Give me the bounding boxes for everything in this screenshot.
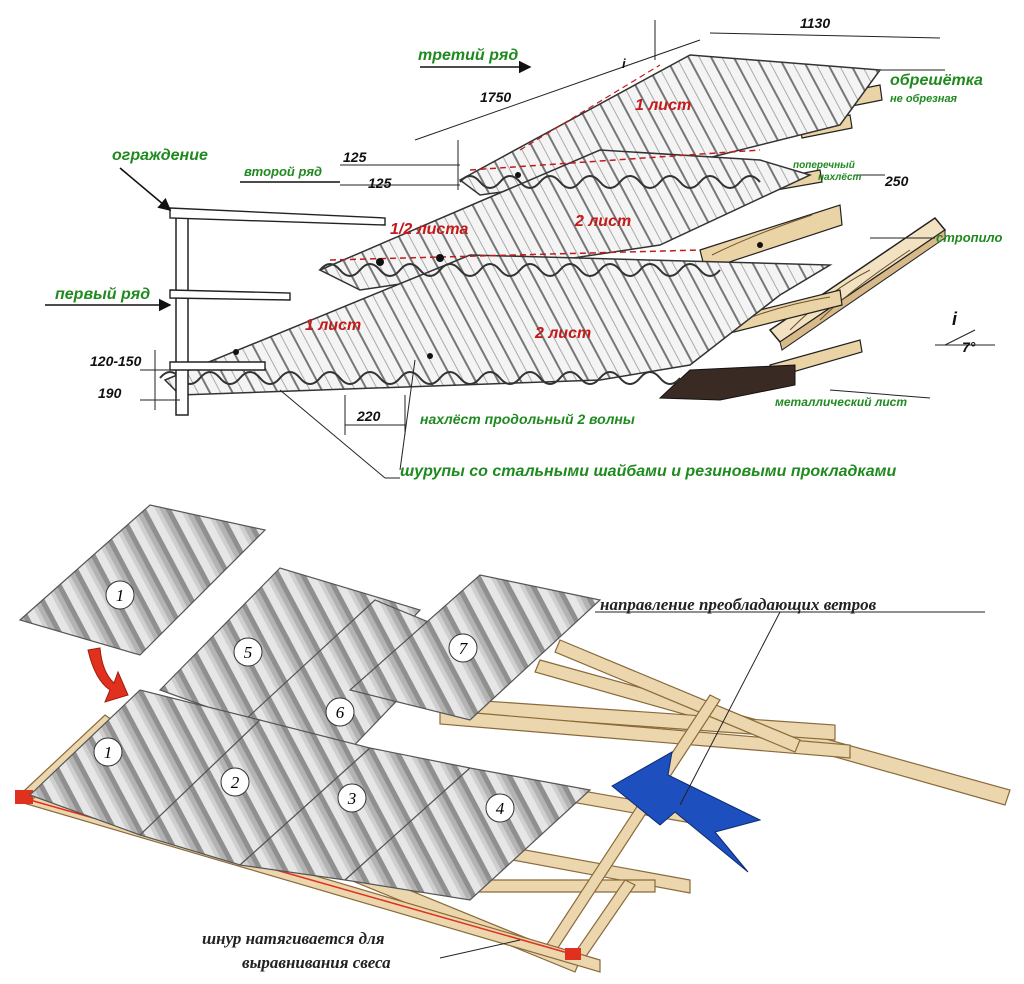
screws bbox=[233, 172, 763, 359]
label-metal-sheet: металлический лист bbox=[775, 395, 907, 409]
sheet-number-7: 7 bbox=[448, 633, 478, 663]
label-cross-overlap-1: поперечный bbox=[793, 160, 855, 171]
svg-text:2: 2 bbox=[231, 773, 240, 792]
svg-text:1: 1 bbox=[104, 743, 113, 762]
third-row-wave-edge bbox=[459, 175, 761, 189]
wind-direction-label: направление преобладающих ветров bbox=[600, 595, 877, 614]
sheet-numbers: 1 5 7 6 1 2 3 4 bbox=[93, 580, 515, 823]
sheet-number-3: 3 bbox=[337, 783, 367, 813]
bottom-diagram: 1 5 7 6 1 2 3 4 направление преобладающи… bbox=[15, 504, 1011, 973]
svg-text:5: 5 bbox=[244, 643, 253, 662]
frame-end-mark-left bbox=[15, 790, 33, 804]
dim-125b: 125 bbox=[368, 175, 392, 191]
svg-text:7: 7 bbox=[459, 639, 469, 658]
sheet-label-1-top: 1 лист bbox=[635, 97, 691, 114]
first-row-wave-edge bbox=[159, 371, 681, 385]
sheet-number-5: 5 bbox=[233, 637, 263, 667]
sheet-number-4: 4 bbox=[485, 793, 515, 823]
top-diagram: третий ряд ограждение второй ряд первый … bbox=[45, 15, 1002, 480]
sheet-number-6: 6 bbox=[325, 697, 355, 727]
label-batten: обрешётка bbox=[890, 72, 983, 89]
second-row-wave-edge bbox=[319, 263, 721, 277]
pointer-arrows bbox=[45, 60, 532, 312]
label-rafter: стропило bbox=[936, 230, 1002, 245]
sheet-number-1b: 1 bbox=[93, 737, 123, 767]
label-long-overlap: нахлёст продольный 2 волны bbox=[420, 411, 635, 427]
dim-190: 190 bbox=[98, 385, 122, 401]
label-cross-overlap-2: нахлёст bbox=[818, 172, 862, 183]
placement-arrow bbox=[87, 647, 129, 703]
sheet-1-floating bbox=[18, 504, 267, 656]
fence bbox=[169, 207, 386, 416]
roof-third-row bbox=[458, 54, 882, 196]
dim-1130: 1130 bbox=[800, 15, 830, 31]
slope-i-right: i bbox=[952, 309, 958, 329]
metal-sheet bbox=[658, 364, 796, 401]
dim-1750: 1750 bbox=[480, 89, 511, 105]
slope-i-top: i bbox=[622, 56, 626, 71]
sheet-label-2-mid: 2 лист bbox=[574, 213, 631, 230]
cord-label-line1: шнур натягивается для bbox=[202, 929, 385, 948]
sheet-number-1a: 1 bbox=[105, 580, 135, 610]
sheet-4 bbox=[343, 767, 592, 901]
sheet-label-1-low: 1 лист bbox=[305, 317, 361, 334]
svg-text:6: 6 bbox=[336, 703, 345, 722]
label-third-row: третий ряд bbox=[418, 47, 518, 64]
cord-label-line2: выравнивания свеса bbox=[242, 953, 391, 972]
roof-first-row bbox=[163, 254, 833, 396]
svg-text:1: 1 bbox=[116, 586, 125, 605]
wind-arrow bbox=[611, 751, 762, 873]
label-fence: ограждение bbox=[112, 147, 208, 164]
dim-220: 220 bbox=[356, 408, 381, 424]
sheet-label-half: 1/2 листа bbox=[390, 221, 469, 238]
sheet-number-2: 2 bbox=[220, 767, 250, 797]
svg-text:4: 4 bbox=[496, 799, 505, 818]
sheet-label-2-low: 2 лист bbox=[534, 325, 591, 342]
svg-text:3: 3 bbox=[347, 789, 357, 808]
dim-250: 250 bbox=[884, 173, 909, 189]
label-batten-sub: не обрезная bbox=[890, 93, 958, 105]
label-screws: шурупы со стальными шайбами и резиновыми… bbox=[400, 463, 896, 480]
dim-125a: 125 bbox=[343, 149, 367, 165]
label-first-row: первый ряд bbox=[55, 286, 150, 303]
dimension-lines bbox=[140, 20, 995, 479]
label-second-row: второй ряд bbox=[244, 164, 322, 179]
slope-angle: 7° bbox=[962, 339, 976, 355]
dim-120-150: 120-150 bbox=[90, 353, 142, 369]
